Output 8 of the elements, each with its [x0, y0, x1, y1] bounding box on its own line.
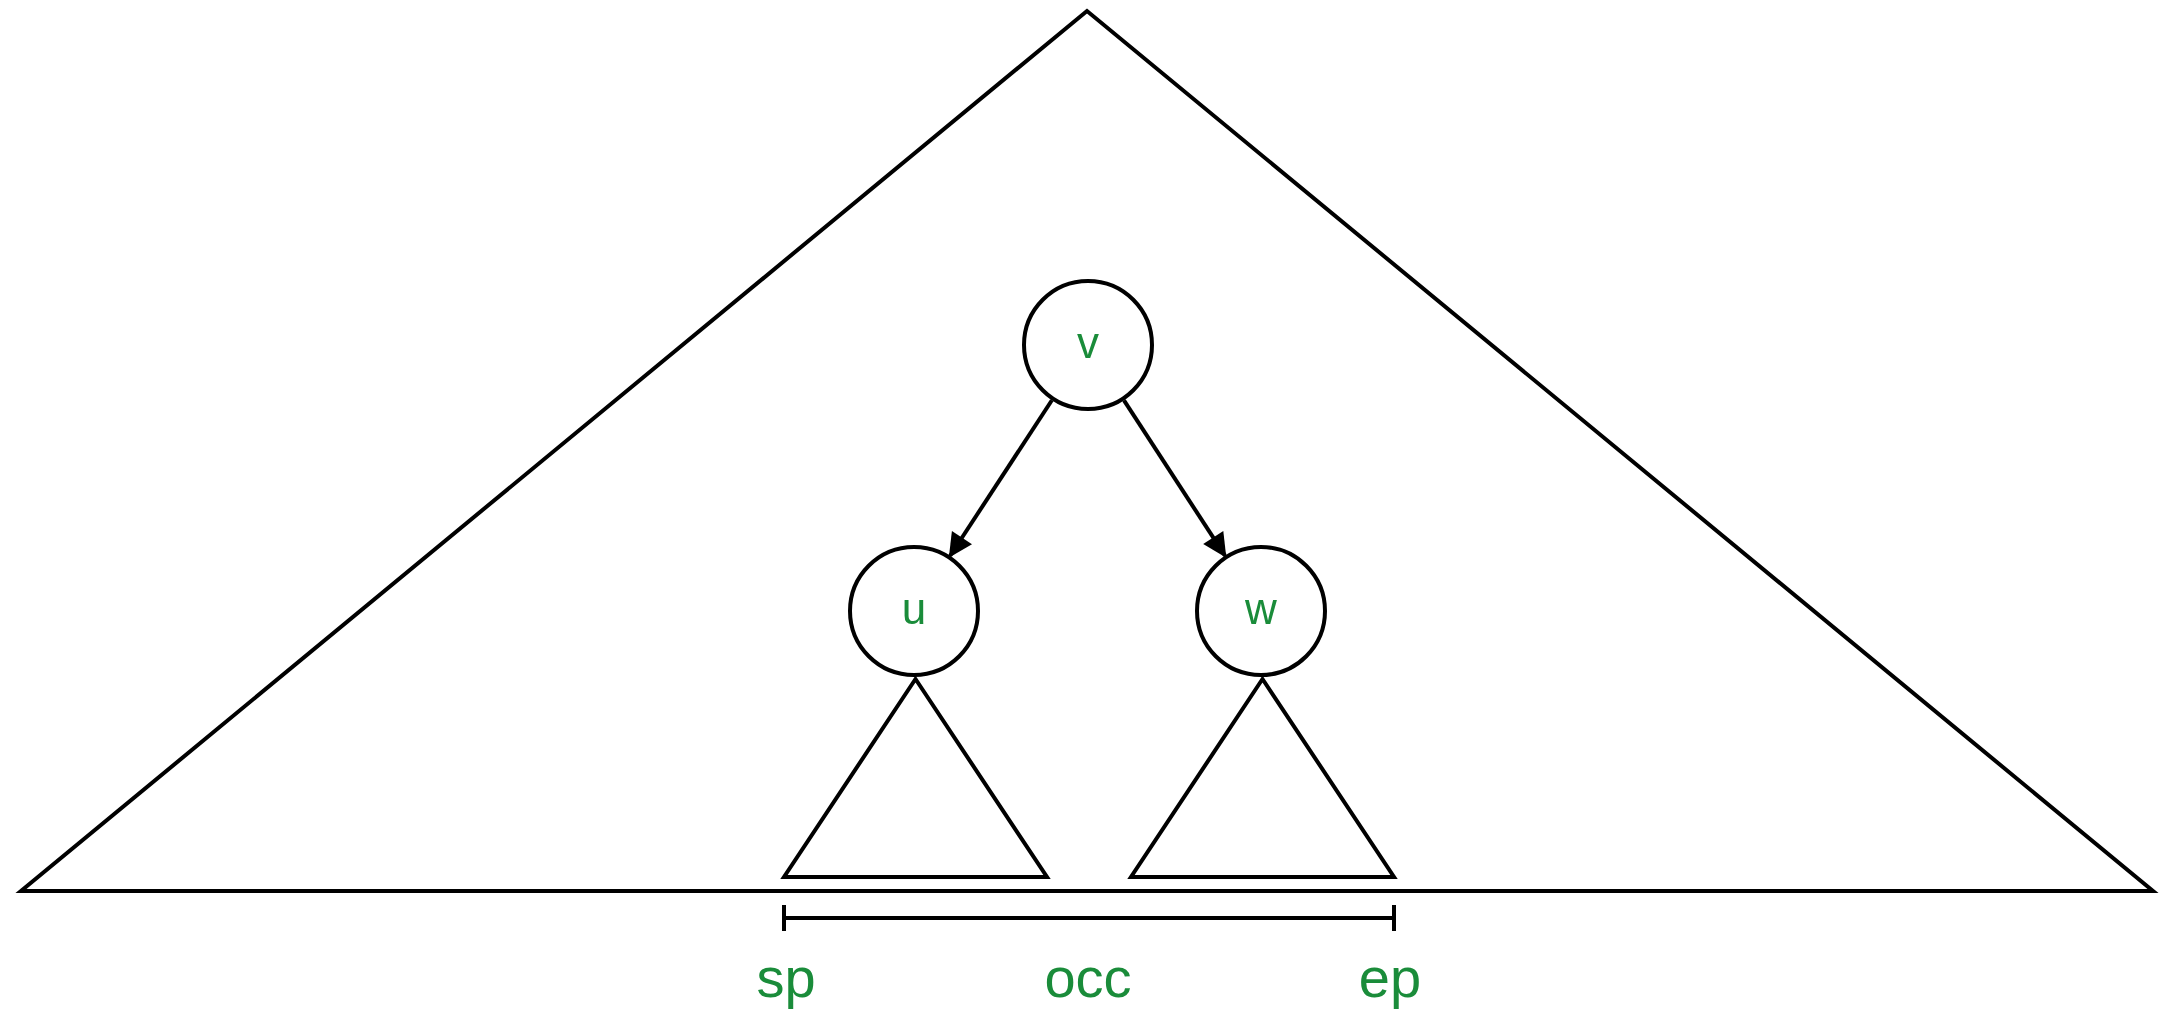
subtree-triangle: [1129, 677, 1396, 879]
node-label: v: [1077, 321, 1099, 365]
subtree-triangle: [782, 677, 1049, 879]
node-label: u: [901, 587, 927, 631]
arrow: [1122, 399, 1227, 558]
node-label: w: [1245, 587, 1277, 631]
arrow: [948, 399, 1054, 558]
interval-label: occ: [1044, 950, 1132, 1006]
